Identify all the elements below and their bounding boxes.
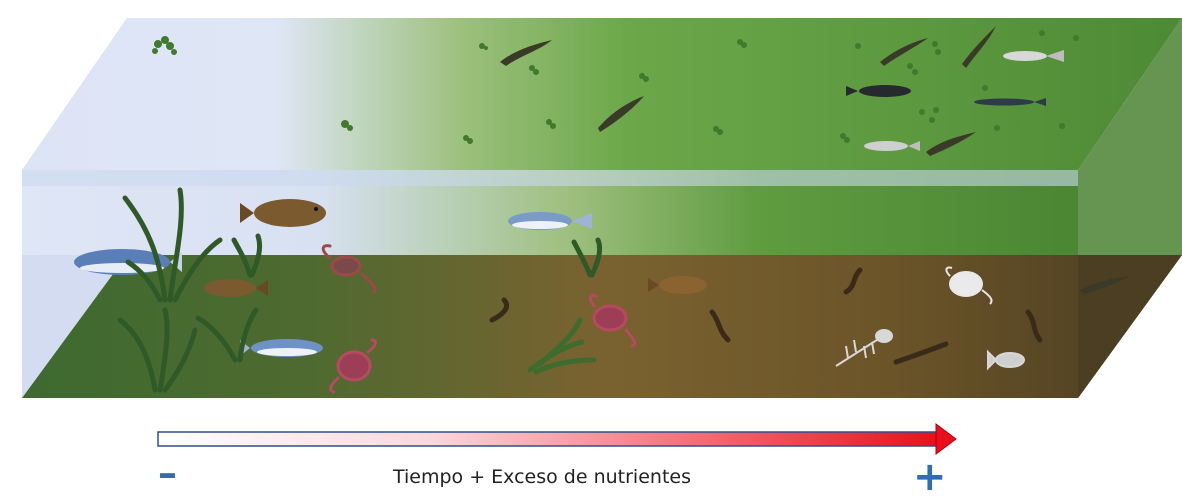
lobster-icon <box>329 338 377 394</box>
scale-caption-row: – Tiempo + Exceso de nutrientes + <box>0 452 1182 498</box>
algae-cluster-icon <box>529 65 539 75</box>
fish-icon <box>846 85 911 97</box>
arrow-head-icon <box>935 423 957 455</box>
lobsters <box>321 244 637 394</box>
algae-cluster-icon <box>737 39 747 48</box>
surface-fish <box>846 50 1064 151</box>
algae-cluster-icon <box>840 30 1079 143</box>
worm-icon <box>709 309 731 343</box>
worm-icon <box>893 341 949 365</box>
algae-cluster-icon <box>546 119 556 129</box>
eel-icon <box>598 96 644 132</box>
lobster-skeleton-icon <box>945 266 993 305</box>
eel-icon <box>880 38 928 66</box>
algae-cluster-icon <box>463 135 473 144</box>
algae-cluster-icon <box>479 43 488 50</box>
fish-skeleton-icon <box>835 329 893 367</box>
lobster-icon <box>588 294 637 348</box>
algae-clusters <box>152 30 1079 144</box>
seagrass-icon <box>571 237 603 278</box>
eels <box>500 26 1130 294</box>
algae-cluster-icon <box>341 120 353 131</box>
worm-icon <box>489 297 510 323</box>
cod-icon <box>508 212 592 230</box>
eel-icon <box>1080 276 1130 294</box>
eel-icon <box>962 26 996 68</box>
water-box <box>22 18 1182 398</box>
figure-caption: Tiempo + Exceso de nutrientes <box>393 466 691 488</box>
eel-icon <box>926 132 976 156</box>
algae-cluster-icon <box>855 41 941 75</box>
worms <box>489 267 1043 365</box>
scale-low-symbol: – <box>158 451 177 495</box>
arrow-shaft <box>157 431 939 447</box>
fish-icon <box>864 141 920 151</box>
surface-edge <box>22 170 1078 186</box>
seagrass-icon <box>527 317 597 375</box>
carp-icon <box>240 199 326 227</box>
algae-cluster-icon <box>639 73 649 82</box>
seagrass-icon <box>231 233 263 278</box>
fish-icon <box>974 98 1046 106</box>
seagrass <box>117 187 603 393</box>
worm-icon <box>843 267 863 295</box>
seagrass-icon <box>117 307 198 393</box>
algae-cluster-icon <box>713 126 723 135</box>
carp-icon <box>204 279 268 297</box>
eel-icon <box>500 40 552 66</box>
water-surface <box>22 18 1182 170</box>
nutrient-time-arrow <box>157 423 957 455</box>
carp-icon <box>648 276 707 294</box>
algae-cluster-icon <box>919 85 1000 131</box>
box-right-floor <box>1078 255 1182 398</box>
lobster-icon <box>321 244 377 294</box>
worm-icon <box>1025 309 1043 343</box>
seagrass-icon <box>122 187 223 303</box>
seagrass-icon <box>195 307 259 363</box>
scale-high-symbol: + <box>913 454 947 500</box>
skeletons <box>835 266 1025 371</box>
fish-skeleton-icon <box>987 349 1025 371</box>
fish-icon <box>1003 50 1064 62</box>
algae-cluster-icon <box>152 36 177 55</box>
